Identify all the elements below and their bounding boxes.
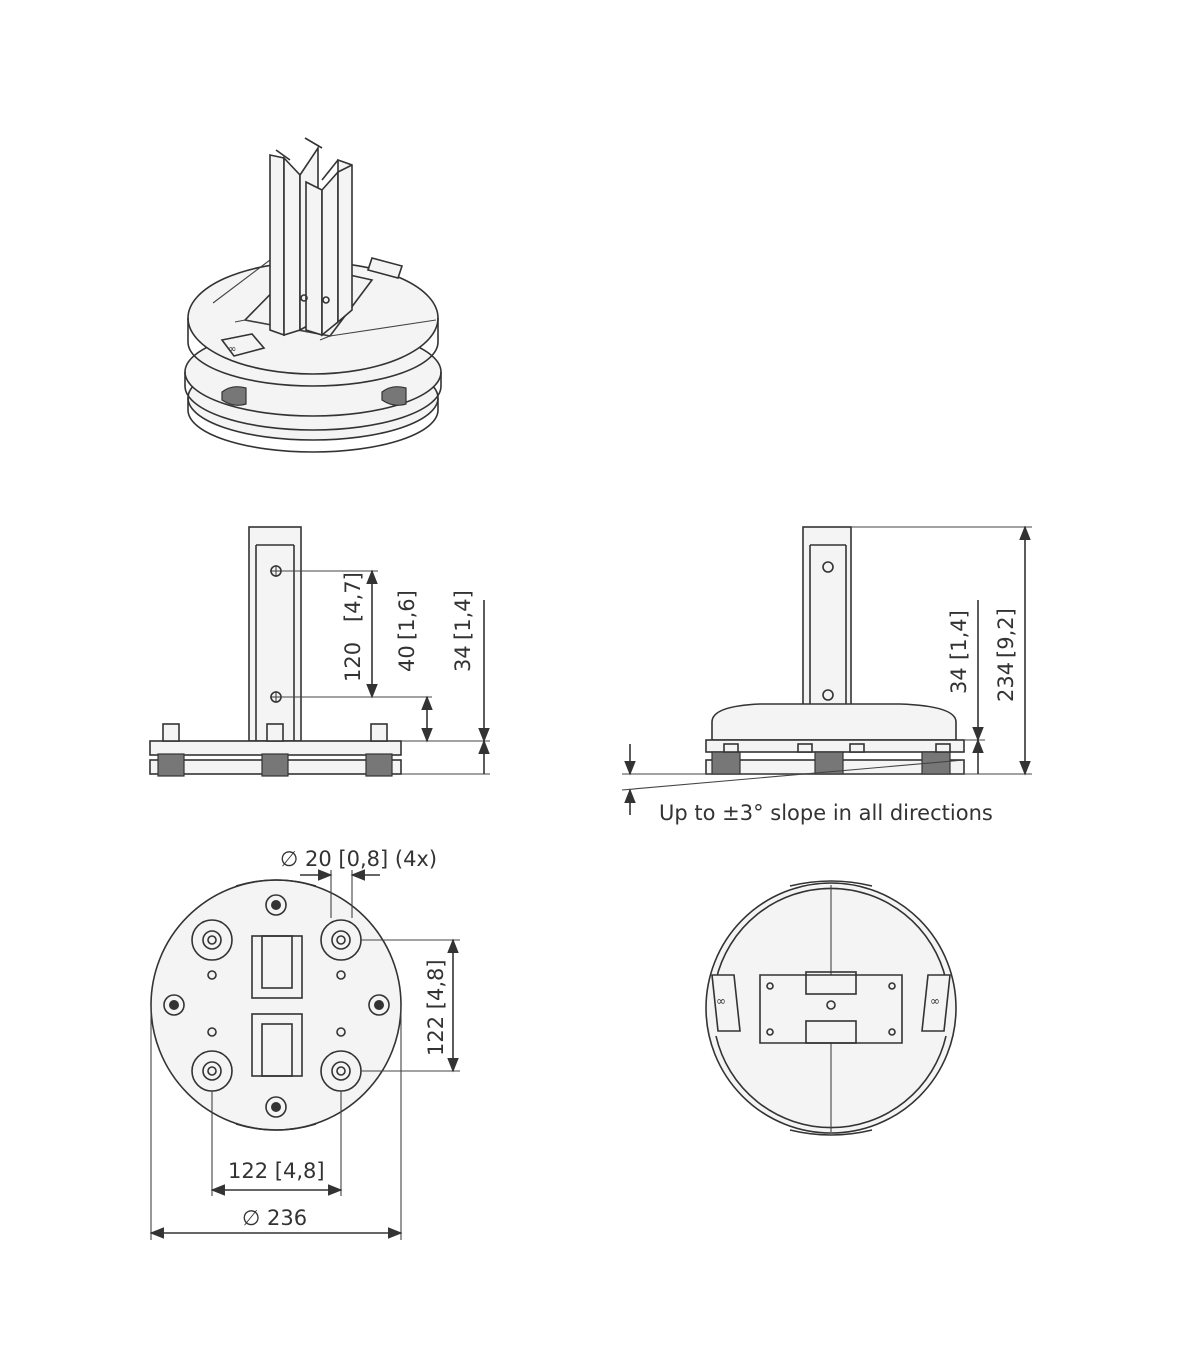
dim-hole-offset-inch: [1,6] [395, 590, 419, 640]
dim-front-base-height: 34 [451, 645, 475, 672]
logo-badge-front: ∞ [228, 344, 236, 355]
dim-front-base-height-inch: [1,4] [451, 590, 475, 640]
dim-side-total-height: 234 [994, 662, 1018, 702]
dim-hole-offset: 40 [395, 645, 419, 672]
dim-base-diameter: ∅ 236 [242, 1206, 307, 1230]
slope-note: Up to ±3° slope in all directions [659, 801, 993, 825]
top-view: ∞ ∞ [705, 880, 957, 1136]
dim-bolt-spacing-horizontal: 122 [4,8] [228, 1159, 325, 1183]
dim-bolt-spacing-vertical: 122 [4,8] [424, 959, 448, 1056]
dim-hole-spacing: 120 [341, 642, 365, 682]
logo-badge-left: ∞ [716, 994, 726, 1008]
side-view [621, 525, 1032, 815]
logo-badge-right: ∞ [930, 994, 940, 1008]
dim-side-base-height-inch: [1,4] [947, 610, 971, 660]
bottom-view [149, 869, 460, 1240]
dim-hole-spacing-inch: [4,7] [341, 572, 365, 622]
front-view [149, 526, 490, 777]
dim-hole-diameter: ∅ 20 [0,8] (4x) [280, 847, 437, 871]
dim-side-total-height-inch: [9,2] [994, 608, 1018, 658]
isometric-view: ∞ [184, 137, 442, 453]
dim-side-base-height: 34 [947, 667, 971, 694]
